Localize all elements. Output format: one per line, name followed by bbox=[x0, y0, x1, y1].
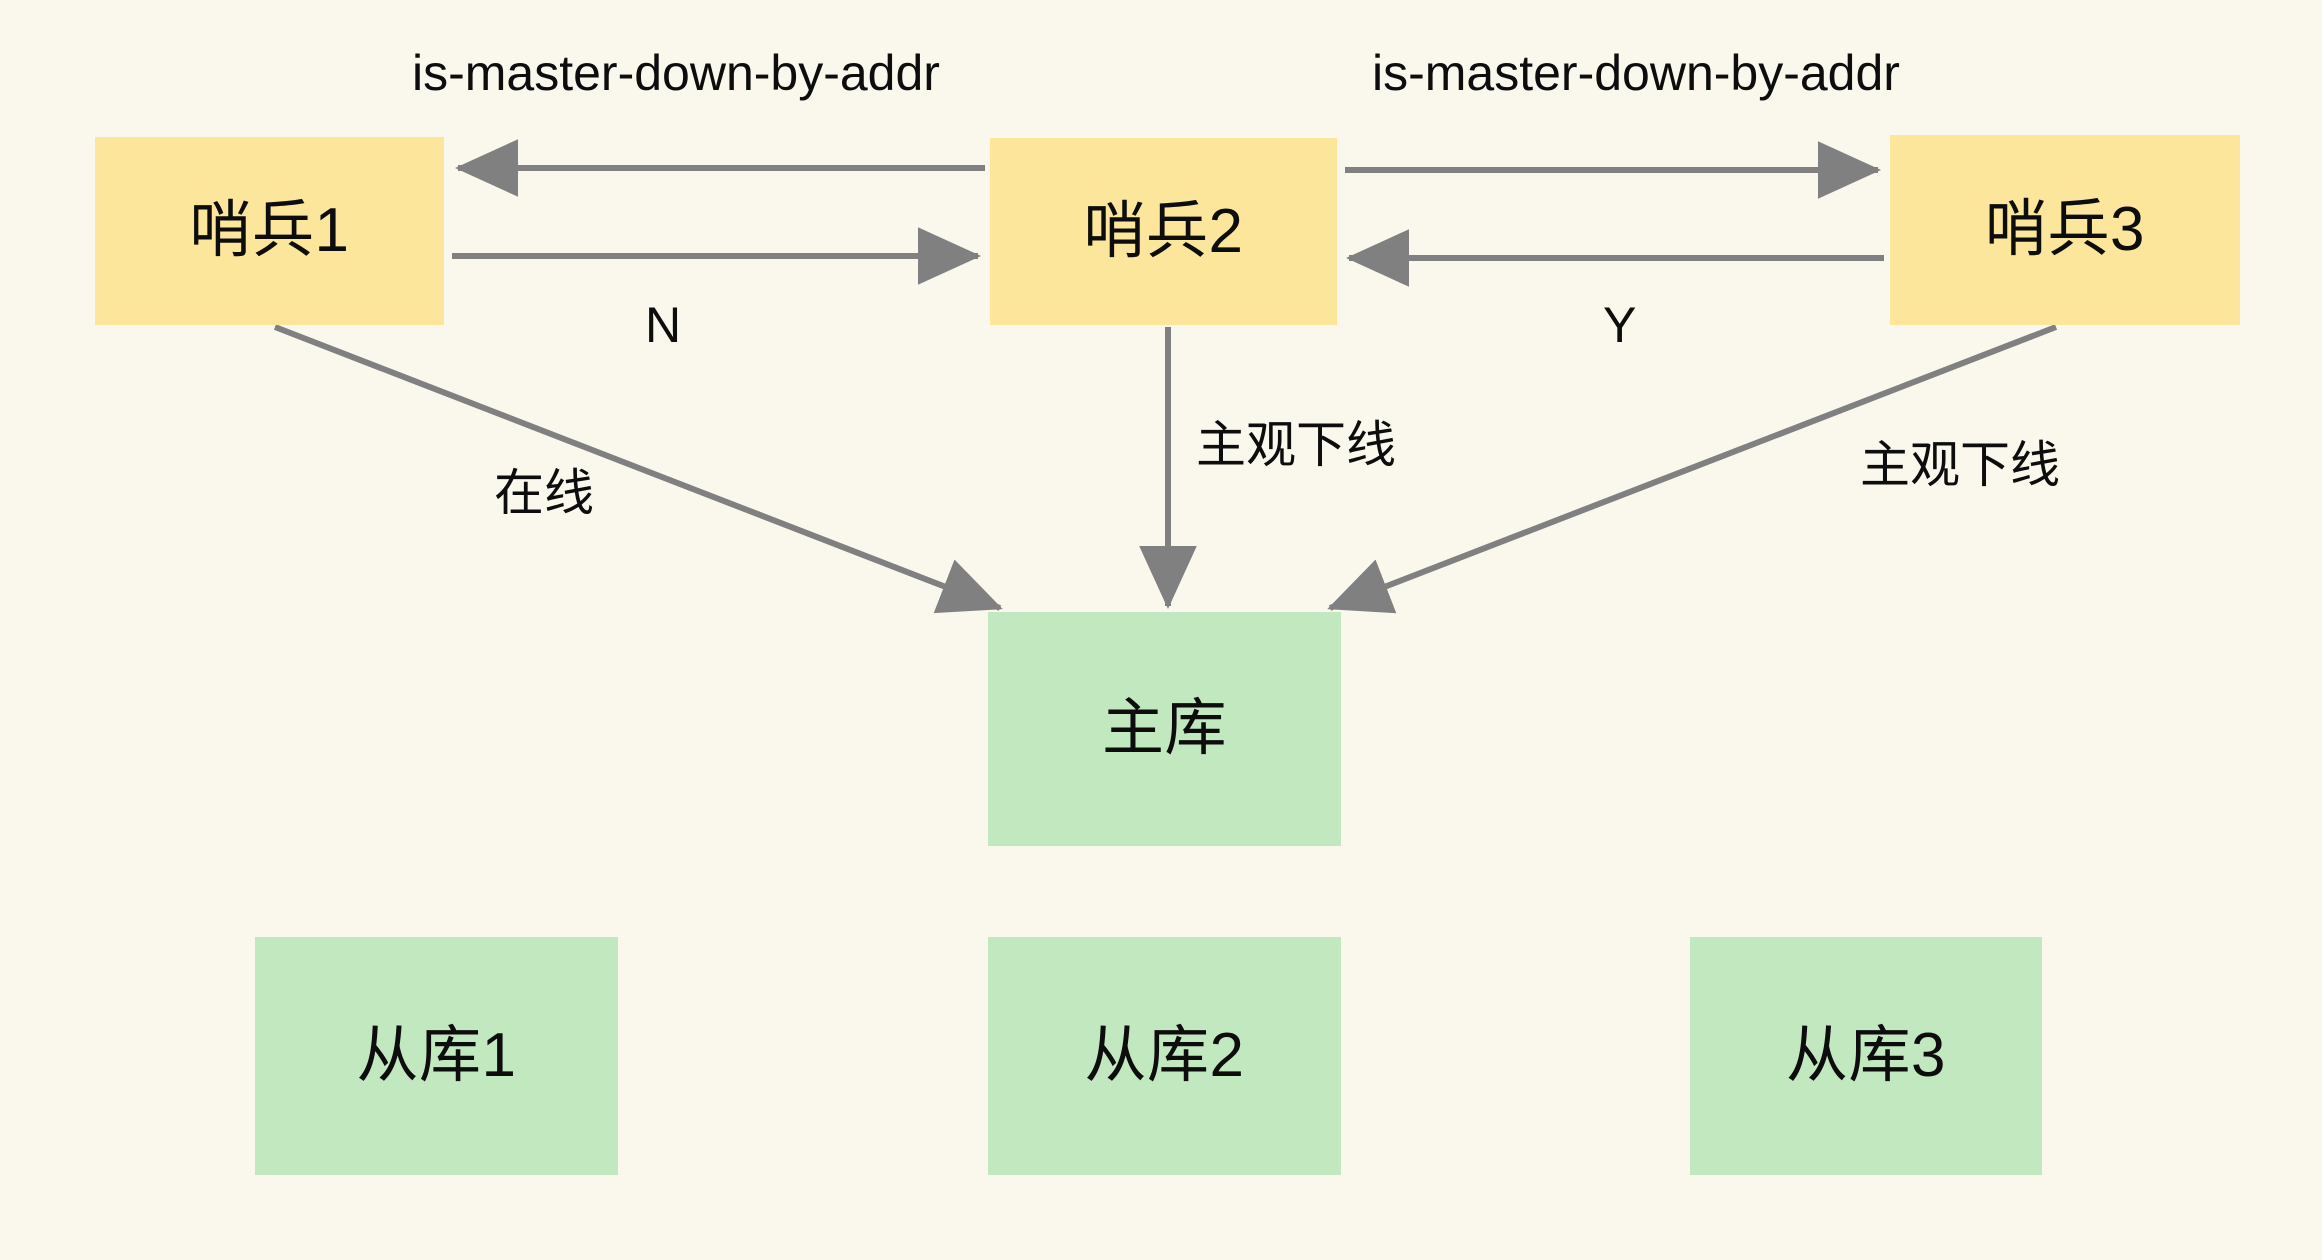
edge-sentinel1-to-master bbox=[273, 324, 1003, 614]
edge-label-proto-right: is-master-down-by-addr bbox=[1372, 45, 1900, 101]
edge-label-vote-y: Y bbox=[1603, 297, 1637, 353]
node-replica-2-label: 从库2 bbox=[1084, 1021, 1245, 1090]
node-master-db-label: 主库 bbox=[1101, 694, 1227, 763]
node-sentinel-2[interactable]: 哨兵2 bbox=[990, 138, 1337, 325]
node-replica-1[interactable]: 从库1 bbox=[255, 937, 618, 1175]
node-replica-1-label: 从库1 bbox=[356, 1021, 517, 1090]
edge-label-sdown-center: 主观下线 bbox=[1196, 417, 1396, 473]
node-sentinel-1[interactable]: 哨兵1 bbox=[95, 137, 444, 325]
node-replica-3-label: 从库3 bbox=[1786, 1021, 1946, 1090]
node-sentinel-2-label: 哨兵2 bbox=[1083, 196, 1244, 266]
edge-label-proto-left: is-master-down-by-addr bbox=[412, 45, 940, 101]
edge-label-vote-n: N bbox=[645, 297, 682, 353]
node-sentinel-3-label: 哨兵3 bbox=[1985, 195, 2145, 264]
node-sentinel-3[interactable]: 哨兵3 bbox=[1890, 135, 2240, 325]
node-replica-3[interactable]: 从库3 bbox=[1690, 937, 2042, 1175]
node-master-db[interactable]: 主库 bbox=[988, 612, 1341, 846]
node-replica-2[interactable]: 从库2 bbox=[988, 937, 1341, 1175]
edge-label-online: 在线 bbox=[494, 465, 594, 521]
node-sentinel-1-label: 哨兵1 bbox=[189, 196, 350, 265]
edge-label-sdown-right: 主观下线 bbox=[1860, 437, 2060, 493]
